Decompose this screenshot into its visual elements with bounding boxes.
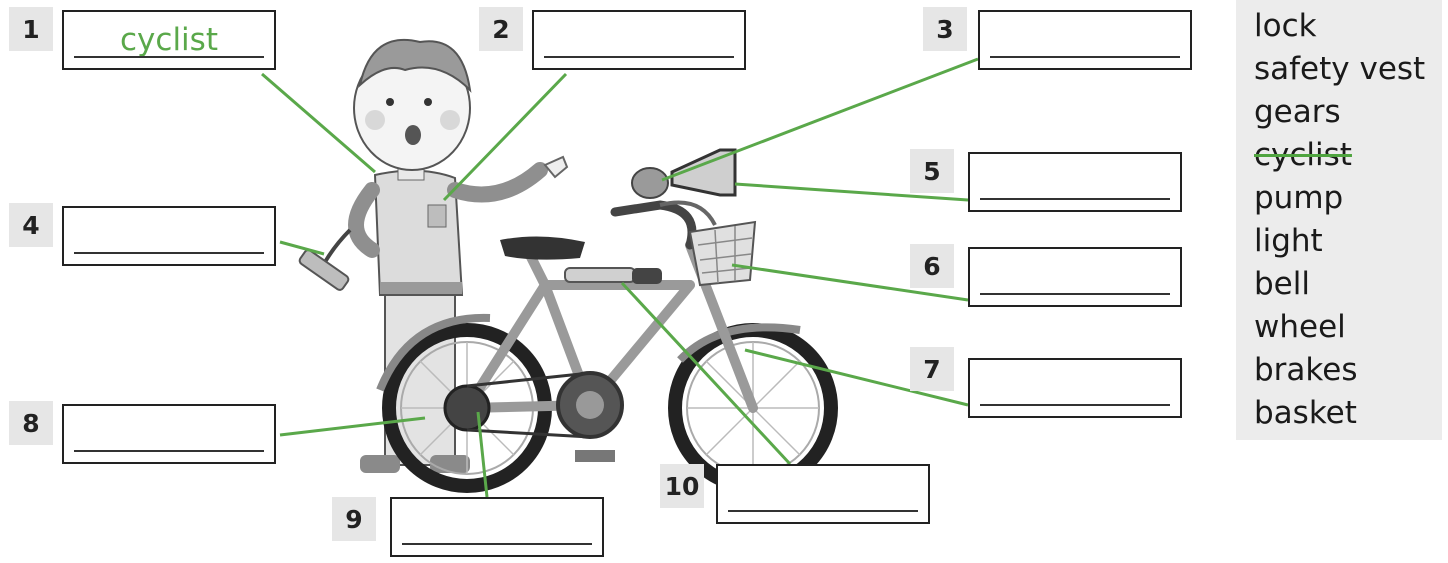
label-number: 7 <box>910 347 954 391</box>
word-bank-item: safety vest <box>1254 51 1426 87</box>
cyclist-figure <box>298 38 569 473</box>
word-bank-item: pump <box>1254 180 1344 216</box>
answer-line <box>980 404 1170 406</box>
label-number: 9 <box>332 497 376 541</box>
answer-box[interactable]: cyclist <box>62 10 276 70</box>
answer-box[interactable] <box>716 464 930 524</box>
label-number: 6 <box>910 244 954 288</box>
answer-line <box>74 450 264 452</box>
answer-line <box>402 543 592 545</box>
answer-line <box>74 252 264 254</box>
leader-line-10 <box>620 281 792 466</box>
answer-line <box>728 510 918 512</box>
bicycle <box>376 148 838 493</box>
answer-line <box>980 293 1170 295</box>
label-number: 1 <box>9 7 53 51</box>
answer-box[interactable] <box>532 10 746 70</box>
answer-box[interactable] <box>62 206 276 266</box>
answer-line <box>980 198 1170 200</box>
word-bank-item: lock <box>1254 8 1317 44</box>
leader-line-9 <box>476 411 489 498</box>
answer-text: cyclist <box>120 22 218 58</box>
word-bank-item: gears <box>1254 94 1341 130</box>
leader-line-2 <box>442 72 568 202</box>
leader-line-4 <box>279 240 325 256</box>
answer-box[interactable] <box>968 358 1182 418</box>
leader-line-3 <box>661 57 979 182</box>
answer-line <box>74 56 264 58</box>
answer-box[interactable] <box>968 152 1182 212</box>
label-number: 4 <box>9 203 53 247</box>
label-number: 5 <box>910 149 954 193</box>
leader-line-1 <box>261 72 376 174</box>
label-number: 8 <box>9 401 53 445</box>
word-bank-item: bell <box>1254 266 1310 302</box>
label-number: 3 <box>923 7 967 51</box>
leader-line-8 <box>279 416 426 437</box>
answer-box[interactable] <box>390 497 604 557</box>
leader-line-7 <box>744 348 969 407</box>
answer-line <box>544 56 734 58</box>
word-bank-item: brakes <box>1254 352 1358 388</box>
label-number: 2 <box>479 7 523 51</box>
word-bank: lock safety vest gears cyclist pump ligh… <box>1236 0 1442 440</box>
word-bank-item: wheel <box>1254 309 1346 345</box>
word-bank-item: light <box>1254 223 1323 259</box>
leader-line-5 <box>734 182 969 202</box>
word-bank-item: basket <box>1254 395 1357 431</box>
answer-box[interactable] <box>978 10 1192 70</box>
leader-line-6 <box>731 263 969 302</box>
answer-box[interactable] <box>968 247 1182 307</box>
answer-box[interactable] <box>62 404 276 464</box>
word-bank-item: cyclist <box>1254 137 1352 173</box>
label-number: 10 <box>660 464 704 508</box>
answer-line <box>990 56 1180 58</box>
